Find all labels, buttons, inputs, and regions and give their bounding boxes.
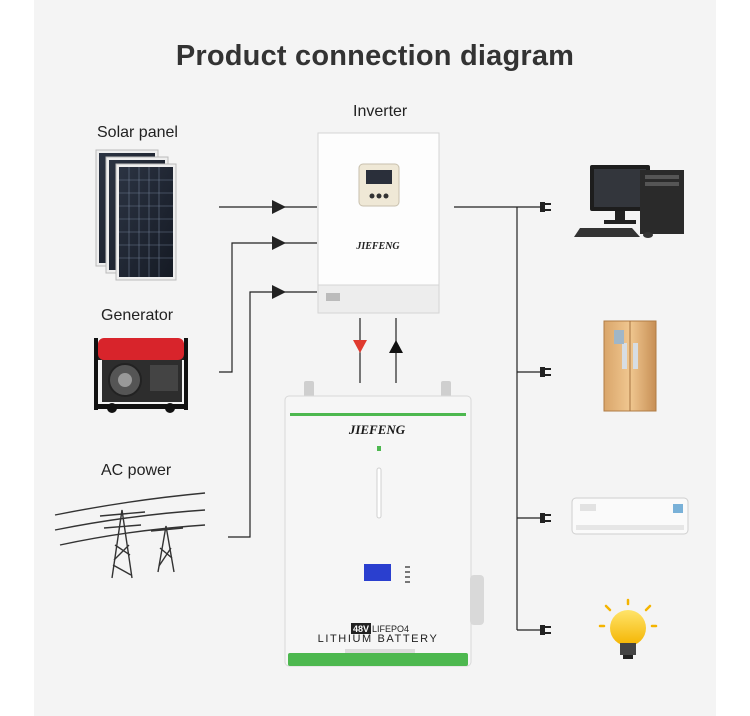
inverter-brand: JIEFENG [355, 241, 400, 252]
battery-brand: JIEFENG [348, 422, 406, 437]
power-tower-icon [54, 492, 206, 579]
arrow-up-icon [389, 340, 403, 353]
solar-panel-label: Solar panel [97, 124, 178, 141]
battery-voltage-badge: 48V [353, 624, 369, 634]
ac-power-label: AC power [101, 462, 172, 479]
battery-unit: JIEFENG 48V LIFEPO4 LITHIUM BATTERY [284, 381, 484, 667]
inverter-label: Inverter [353, 103, 408, 120]
page-title: Product connection diagram [175, 40, 575, 72]
arrow-right-icon [272, 236, 286, 250]
light-bulb-icon [598, 598, 658, 659]
refrigerator-icon [603, 320, 657, 412]
battery-chemistry: LIFEPO4 [372, 624, 409, 634]
computer-icon [574, 165, 684, 238]
generator-label: Generator [101, 307, 174, 324]
inverter-unit: JIEFENG [317, 132, 440, 314]
arrow-down-icon [353, 340, 367, 353]
arrow-right-icon [272, 200, 286, 214]
arrow-right-icon [272, 285, 286, 299]
solar-panel-icon [95, 149, 177, 281]
air-conditioner-icon [571, 497, 689, 535]
battery-name: LITHIUM BATTERY [318, 633, 439, 645]
plug-icons [540, 202, 551, 635]
generator-icon [94, 338, 188, 413]
flow-arrows [272, 200, 403, 353]
